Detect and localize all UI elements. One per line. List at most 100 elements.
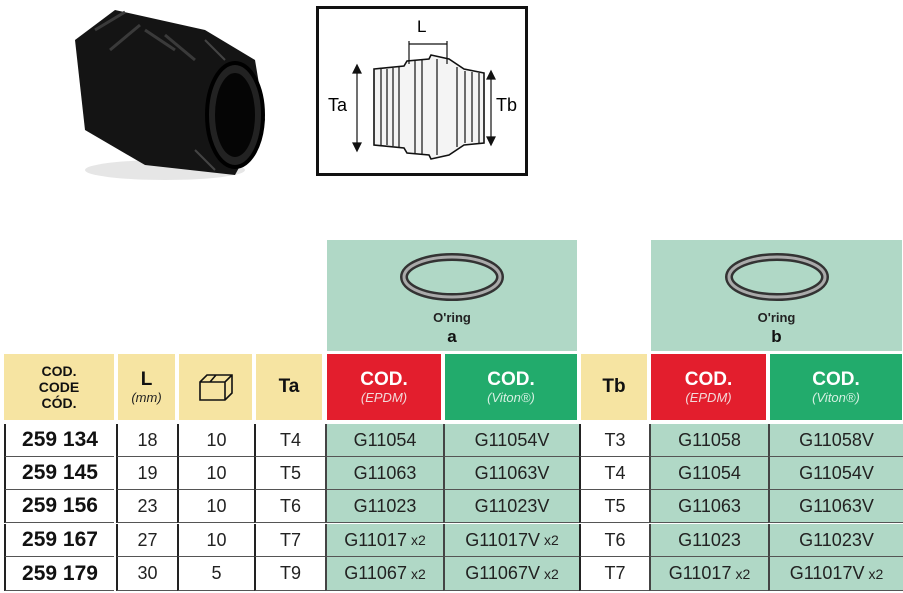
header-Tb: Tb bbox=[581, 354, 647, 420]
cell-value: T5 bbox=[279, 462, 301, 483]
oring-icon bbox=[724, 253, 829, 301]
oring-a-label: O'ring bbox=[433, 310, 471, 325]
cell-quantity: x2 bbox=[410, 532, 426, 548]
cell-value: G11017 bbox=[344, 529, 407, 550]
cell-value: T5 bbox=[604, 495, 626, 516]
cell-Ta: T9 bbox=[254, 557, 325, 591]
cell-value: 259 179 bbox=[22, 561, 98, 585]
cell-quantity: x2 bbox=[543, 565, 559, 582]
header-b-viton: COD.(Viton®) bbox=[770, 354, 902, 420]
cell-value: 259 156 bbox=[22, 494, 98, 517]
header-code-3: CÓD. bbox=[41, 395, 77, 411]
cell-L: 30 bbox=[116, 557, 177, 591]
cell-value: G11023 bbox=[678, 529, 741, 550]
cell-value: G11054 bbox=[353, 429, 417, 450]
cell-value: G11063 bbox=[353, 462, 417, 483]
cell-value: G11054 bbox=[678, 462, 741, 483]
cell-value: 10 bbox=[206, 495, 227, 516]
header-cod: COD. bbox=[487, 368, 535, 390]
header-code-2: CODE bbox=[38, 379, 80, 395]
cell-code: 259 134 bbox=[4, 424, 114, 457]
header-L: L bbox=[140, 368, 153, 390]
cell-value: T9 bbox=[279, 563, 301, 583]
cell-Tb: T6 bbox=[579, 524, 649, 557]
product-photo bbox=[75, 10, 265, 180]
diagram-label-L: L bbox=[417, 17, 427, 36]
diagram-label-Ta: Ta bbox=[328, 95, 348, 115]
cell-Tb: T4 bbox=[579, 457, 649, 490]
cell-value: T7 bbox=[604, 563, 626, 583]
cell-b-viton: G11054V bbox=[768, 457, 903, 490]
header-Ta-label: Ta bbox=[278, 376, 300, 397]
header-box bbox=[179, 354, 252, 420]
cell-Ta: T7 bbox=[254, 524, 325, 557]
header-b-epdm: COD.(EPDM) bbox=[651, 354, 766, 420]
cell-value: T3 bbox=[604, 429, 626, 450]
cell-b-viton: G11058V bbox=[768, 424, 903, 457]
cell-value: G11058V bbox=[799, 429, 874, 450]
header-epdm: (EPDM) bbox=[685, 389, 732, 405]
oring-a-letter: a bbox=[447, 327, 457, 346]
cell-b-epdm: G11054 bbox=[649, 457, 768, 490]
cell-value: 19 bbox=[137, 462, 158, 483]
cell-Tb: T5 bbox=[579, 490, 649, 523]
header-code-1: COD. bbox=[41, 363, 77, 379]
cell-L: 18 bbox=[116, 424, 177, 457]
cell-b-viton: G11023V bbox=[768, 524, 903, 557]
header-length: L (mm) bbox=[118, 354, 175, 420]
cell-value: T4 bbox=[604, 462, 626, 483]
cell-value: 10 bbox=[206, 462, 227, 483]
cell-b-viton: G11063V bbox=[768, 490, 903, 523]
cell-value: T4 bbox=[279, 429, 301, 450]
diagram-label-Tb: Tb bbox=[496, 95, 518, 115]
cell-Ta: T4 bbox=[254, 424, 325, 457]
cell-a-viton: G11054V bbox=[443, 424, 579, 457]
cell-value: 23 bbox=[137, 495, 158, 516]
cell-b-epdm: G11023 bbox=[649, 524, 768, 557]
cell-value: G11017 bbox=[668, 563, 732, 583]
cell-quantity: x2 bbox=[410, 565, 426, 582]
cell-value: G11023V bbox=[474, 495, 550, 516]
cell-code: 259 179 bbox=[4, 557, 114, 591]
cell-quantity: x2 bbox=[868, 565, 884, 582]
cell-Tb: T7 bbox=[579, 557, 649, 591]
cell-value: G11063V bbox=[799, 495, 874, 516]
cell-box: 10 bbox=[177, 457, 254, 490]
cell-a-epdm: G11063 bbox=[325, 457, 443, 490]
header-Ta: Ta bbox=[256, 354, 322, 420]
cell-value: 259 134 bbox=[22, 428, 98, 451]
cell-box: 5 bbox=[177, 557, 254, 591]
cell-Ta: T5 bbox=[254, 457, 325, 490]
header-cod: COD. bbox=[360, 368, 408, 390]
cell-quantity: x2 bbox=[735, 565, 751, 582]
header-viton: (Viton®) bbox=[487, 389, 535, 405]
cell-quantity: x2 bbox=[543, 532, 559, 548]
header-a-viton: COD.(Viton®) bbox=[445, 354, 577, 420]
cell-value: 10 bbox=[206, 529, 227, 550]
cell-value: G11067 bbox=[344, 563, 407, 583]
header-L-unit: (mm) bbox=[131, 389, 162, 405]
cell-value: T6 bbox=[604, 529, 626, 550]
cell-value: G11023 bbox=[353, 495, 417, 516]
header-code: COD. CODE CÓD. bbox=[4, 354, 114, 420]
cell-value: 259 145 bbox=[22, 461, 98, 484]
cell-value: 27 bbox=[137, 529, 158, 550]
header-epdm: (EPDM) bbox=[360, 389, 408, 405]
cell-a-epdm: G11023 bbox=[325, 490, 443, 523]
cell-value: T6 bbox=[279, 495, 301, 516]
cell-value: 30 bbox=[137, 563, 158, 583]
oring-b-letter: b bbox=[771, 327, 782, 346]
cell-L: 27 bbox=[116, 524, 177, 557]
cell-value: 10 bbox=[206, 429, 227, 450]
cell-b-epdm: G11058 bbox=[649, 424, 768, 457]
cell-L: 19 bbox=[116, 457, 177, 490]
cell-code: 259 167 bbox=[4, 524, 114, 557]
oring-b-header: O'ring b bbox=[651, 240, 902, 351]
oring-b-label: O'ring bbox=[757, 310, 796, 325]
cell-box: 10 bbox=[177, 524, 254, 557]
cell-b-epdm: G11063 bbox=[649, 490, 768, 523]
